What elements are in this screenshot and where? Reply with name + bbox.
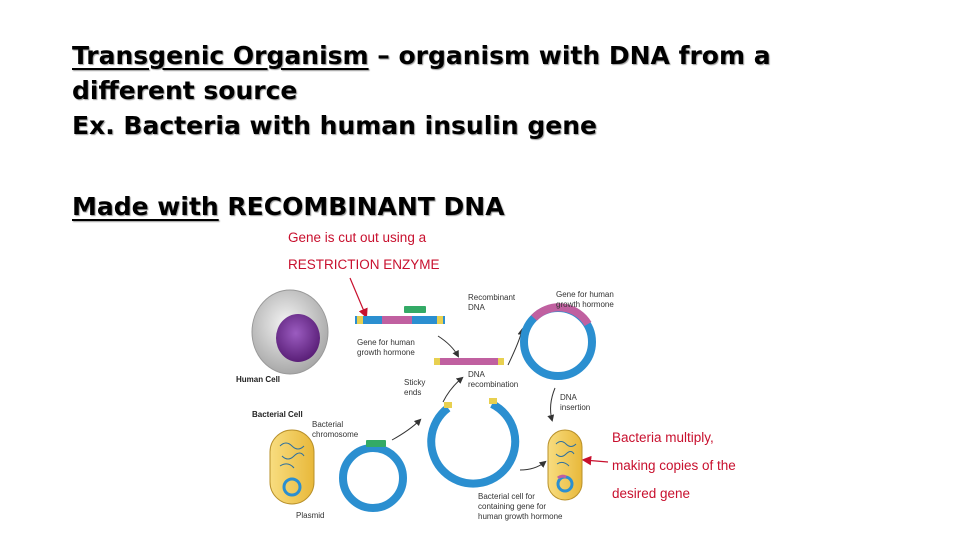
label-bacterial-cell-containing: Bacterial cell for containing gene for h… — [478, 492, 563, 521]
label-bacterial-cell: Bacterial Cell — [252, 410, 303, 419]
label-recombinant-dna: Recombinant DNA — [468, 293, 516, 312]
open-plasmid — [427, 398, 520, 488]
label-gene-human-growth: Gene for human growth hormone — [357, 338, 415, 357]
label-sticky-ends: Sticky ends — [404, 378, 426, 397]
plasmid-circle — [339, 440, 407, 512]
arrow-cut-to-recombinant — [437, 335, 459, 358]
term-transgenic-organism: Transgenic Organism — [72, 41, 369, 70]
label-dna-insertion: DNA insertion — [560, 393, 591, 412]
bacterial-cell-right — [547, 429, 583, 501]
human-dna-segment — [355, 306, 445, 324]
multiply-callout-1: Bacteria multiply, — [612, 430, 714, 445]
restriction-arrow — [349, 277, 368, 319]
gene-with-sticky-ends — [434, 358, 504, 365]
definition-heading: Transgenic Organism – organism with DNA … — [72, 38, 892, 143]
arrow-open-to-plasmid — [442, 376, 464, 403]
arrow-to-multiply — [519, 460, 547, 471]
gene-cut-callout-2: RESTRICTION ENZYME — [288, 257, 440, 272]
label-bacterial-chromosome: Bacterial chromosome — [312, 420, 359, 439]
made-with-prefix: Made with — [72, 192, 219, 221]
label-human-cell: Human Cell — [236, 375, 281, 384]
recombinant-plasmid — [520, 303, 596, 380]
gene-cut-callout-1: Gene is cut out using a — [288, 230, 427, 245]
recombinant-dna-text: RECOMBINANT DNA — [218, 192, 505, 221]
human-cell — [251, 289, 329, 375]
definition-line-2: different source — [72, 76, 298, 105]
arrow-bacteria-to-open — [391, 418, 422, 441]
multiply-callout-3: desired gene — [612, 486, 691, 501]
multiply-callout-2: making copies of the — [612, 458, 736, 473]
definition-line-1: Transgenic Organism – organism with DNA … — [72, 38, 892, 73]
label-gene-human-growth-2: Gene for human growth hormone — [556, 290, 614, 309]
arrow-to-plasmid — [507, 328, 525, 366]
multiply-pointer — [581, 455, 609, 466]
made-with-heading: Made with RECOMBINANT DNA — [72, 192, 505, 221]
example-line: Ex. Bacteria with human insulin gene — [72, 111, 597, 140]
label-plasmid: Plasmid — [296, 511, 325, 520]
definition-text: – organism with DNA from a — [368, 41, 771, 70]
label-dna-recombination: DNA recombination — [468, 370, 519, 389]
arrow-insertion — [547, 387, 556, 422]
bacterial-cell-left — [269, 429, 315, 505]
